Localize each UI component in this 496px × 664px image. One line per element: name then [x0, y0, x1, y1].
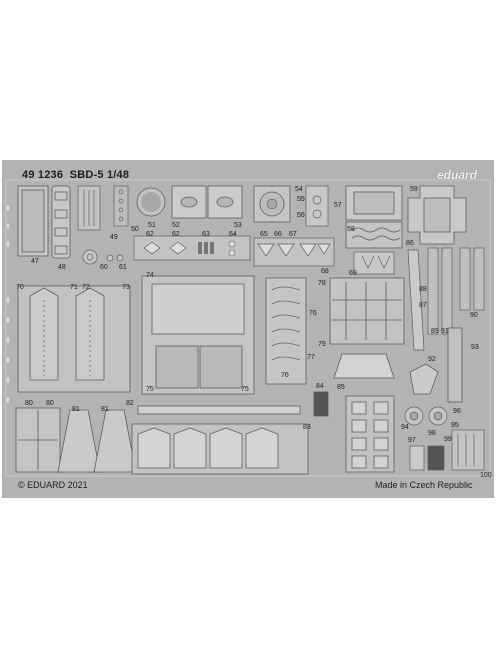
part-number: 81 [72, 406, 80, 413]
fret-frame [5, 179, 491, 477]
part-number: 99 [444, 436, 452, 443]
part-number: 70 [16, 284, 24, 291]
part-84-85 [313, 391, 395, 473]
part-number: 56 [297, 212, 305, 219]
part-59-box [407, 185, 467, 245]
part-74-75-tray [141, 275, 255, 395]
part-number: 83 [303, 424, 311, 431]
part-78-79-panel [329, 277, 405, 379]
made-in-text: Made in Czech Republic [375, 480, 473, 490]
part-number: 71 [70, 284, 78, 291]
part-number: 61 [119, 264, 127, 271]
part-number: 69 [349, 270, 357, 277]
part-number: 48 [58, 264, 66, 271]
part-65-68 [253, 237, 335, 267]
part-number: 54 [295, 186, 303, 193]
fret-model: SBD-5 1/48 [69, 169, 130, 181]
part-number: 100 [480, 472, 492, 479]
part-number: 67 [289, 231, 297, 238]
part-number: 60 [100, 264, 108, 271]
part-60-61 [82, 249, 124, 265]
part-number: 51 [148, 222, 156, 229]
part-number: 82 [126, 400, 134, 407]
part-number: 96 [453, 408, 461, 415]
part-number: 55 [297, 196, 305, 203]
part-54-gauge [253, 185, 291, 223]
part-number: 92 [428, 356, 436, 363]
part-number: 66 [274, 231, 282, 238]
part-number: 65 [260, 231, 268, 238]
part-number: 78 [318, 280, 326, 287]
part-83-frames [131, 423, 309, 475]
part-number: 88 [419, 286, 427, 293]
part-number: 89 [431, 328, 439, 335]
part-number: 87 [419, 302, 427, 309]
part-number: 79 [318, 341, 326, 348]
part-number: 98 [428, 430, 436, 437]
part-number: 94 [401, 424, 409, 431]
part-number: 63 [202, 231, 210, 238]
part-number: 91 [441, 328, 449, 335]
part-number: 85 [337, 384, 345, 391]
part-number: 93 [471, 344, 479, 351]
part-number: 77 [307, 354, 315, 361]
part-number: 58 [347, 226, 355, 233]
part-number: 57 [334, 202, 342, 209]
part-number: 68 [321, 268, 329, 275]
fret-title: 49 1236 SBD-5 1/48 [22, 170, 129, 181]
part-70-73-frames [17, 285, 131, 393]
left-edge-perforations [6, 205, 10, 403]
part-82-bar [137, 405, 301, 415]
part-number: 62 [172, 231, 180, 238]
part-number: 86 [406, 240, 414, 247]
part-number: 76 [281, 372, 289, 379]
part-57-box [345, 185, 403, 221]
copyright-text: © EDUARD 2021 [18, 480, 88, 490]
part-number: 75 [146, 386, 154, 393]
part-number: 80 [46, 400, 54, 407]
part-number: 59 [410, 186, 418, 193]
part-number: 80 [25, 400, 33, 407]
part-number: 52 [172, 222, 180, 229]
part-number: 72 [82, 284, 90, 291]
part-50-rivets [113, 185, 129, 227]
part-number: 74 [146, 272, 154, 279]
part-76-77-wires [265, 277, 307, 385]
brand-logo: eduard [437, 168, 478, 182]
part-number: 62 [146, 231, 154, 238]
part-number: 75 [241, 386, 249, 393]
part-number: 53 [234, 222, 242, 229]
part-number: 76 [309, 310, 317, 317]
part-69 [353, 251, 395, 275]
part-62-64-strip [133, 235, 251, 261]
part-number: 64 [229, 231, 237, 238]
part-number: 47 [31, 258, 39, 265]
part-58-wires [345, 221, 403, 249]
part-number: 73 [122, 284, 130, 291]
part-number: 95 [451, 422, 459, 429]
part-number: 84 [316, 383, 324, 390]
part-55-56 [305, 185, 329, 227]
part-80-81 [15, 407, 137, 473]
part-49-strip [77, 185, 101, 231]
part-48-belt [51, 185, 71, 259]
part-number: 50 [131, 226, 139, 233]
part-51-grille [136, 187, 166, 217]
part-94-100 [404, 406, 485, 471]
part-number: 49 [110, 234, 118, 241]
part-47-panel [17, 185, 49, 257]
part-52-53-plates [171, 185, 243, 219]
part-92-93 [409, 327, 463, 403]
part-86-91-strips [407, 247, 485, 351]
fret-code: 49 1236 [22, 169, 64, 181]
part-number: 90 [470, 312, 478, 319]
part-number: 81 [101, 406, 109, 413]
part-number: 97 [408, 437, 416, 444]
